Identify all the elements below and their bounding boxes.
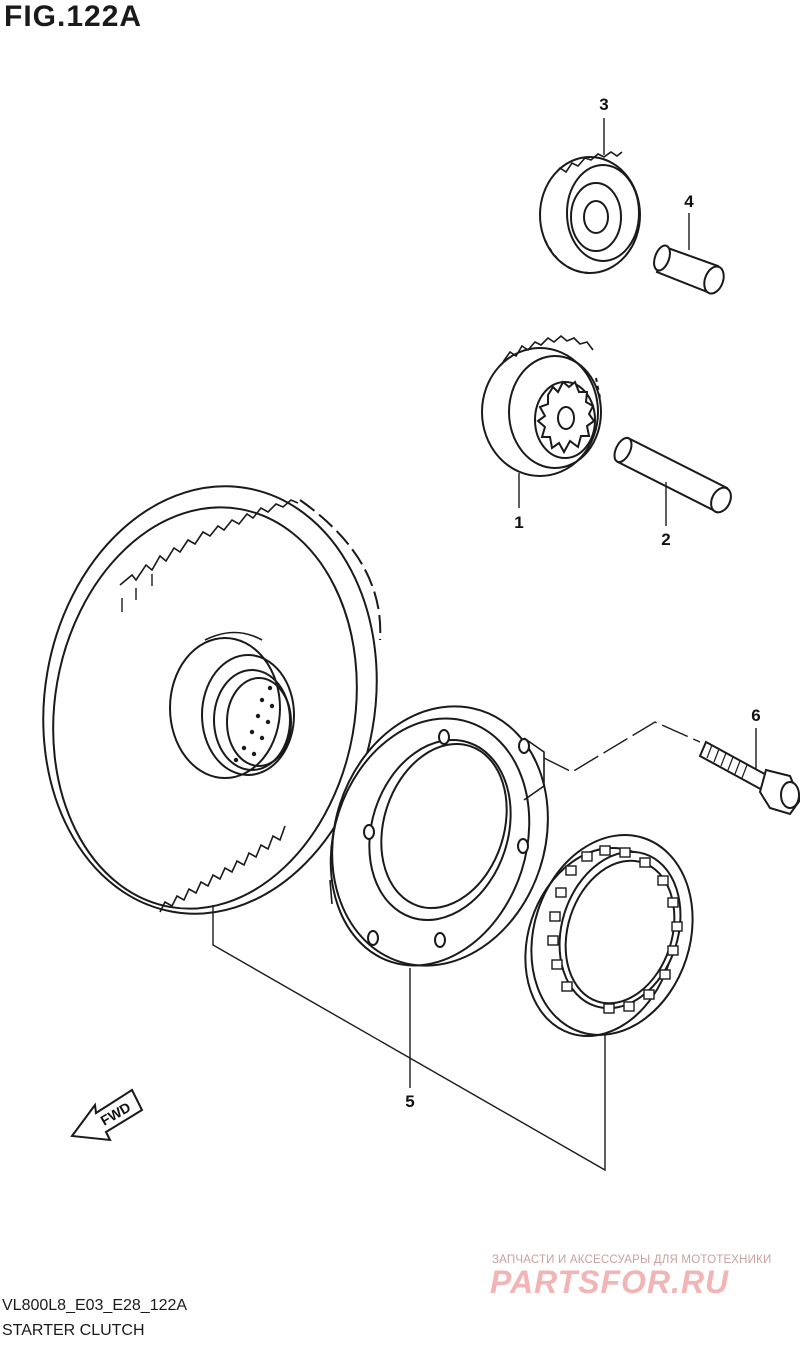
figure-title: FIG.122A	[4, 0, 143, 33]
part-2-long-shaft	[613, 436, 732, 526]
part-6-bolt	[698, 728, 800, 816]
callout-4: 4	[684, 192, 694, 211]
fwd-arrow-icon: FWD	[70, 1088, 144, 1142]
watermark-tagline: ЗАПЧАСТИ И АКСЕССУАРЫ ДЛЯ МОТОТЕХНИКИ	[492, 1254, 772, 1266]
part-5-one-way-clutch	[524, 834, 694, 1037]
part-5-driven-gear	[42, 485, 382, 915]
figure-caption: STARTER CLUTCH	[2, 1322, 145, 1339]
callout-1: 1	[514, 513, 523, 532]
part-1-idle-gear-pinion	[481, 334, 602, 508]
part-5-clutch-housing	[329, 705, 549, 967]
part-3-idle-gear	[539, 118, 641, 274]
watermark-logo: PARTSFOR.RU	[490, 1264, 730, 1300]
callout-2: 2	[661, 530, 670, 549]
figure-code: VL800L8_E03_E28_122A	[2, 1297, 188, 1314]
callout-6: 6	[751, 706, 760, 725]
leader-lines	[212, 721, 701, 1172]
callout-5: 5	[405, 1092, 414, 1111]
part-4-short-shaft	[653, 213, 725, 295]
callout-3: 3	[599, 95, 608, 114]
